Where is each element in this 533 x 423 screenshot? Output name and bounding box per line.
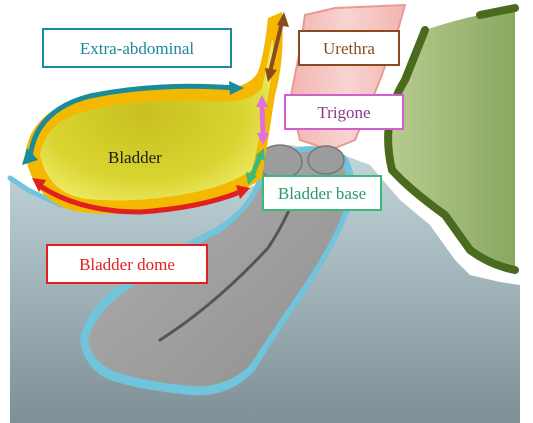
label-bladder-dome-text: Bladder dome — [79, 256, 175, 273]
label-urethra-text: Urethra — [323, 40, 375, 57]
label-trigone-text: Trigone — [317, 104, 370, 121]
trigone-arrow — [262, 104, 263, 136]
label-bladder-base: Bladder base — [262, 175, 382, 211]
label-trigone: Trigone — [284, 94, 404, 130]
label-extra-abdominal-text: Extra-abdominal — [80, 40, 194, 57]
label-bladder-base-text: Bladder base — [278, 185, 366, 202]
label-urethra: Urethra — [298, 30, 400, 66]
label-bladder-dome: Bladder dome — [46, 244, 208, 284]
label-extra-abdominal: Extra-abdominal — [42, 28, 232, 68]
label-bladder: Bladder — [108, 148, 162, 168]
seminal-vesicle-right — [308, 146, 344, 174]
label-bladder-text: Bladder — [108, 148, 162, 167]
